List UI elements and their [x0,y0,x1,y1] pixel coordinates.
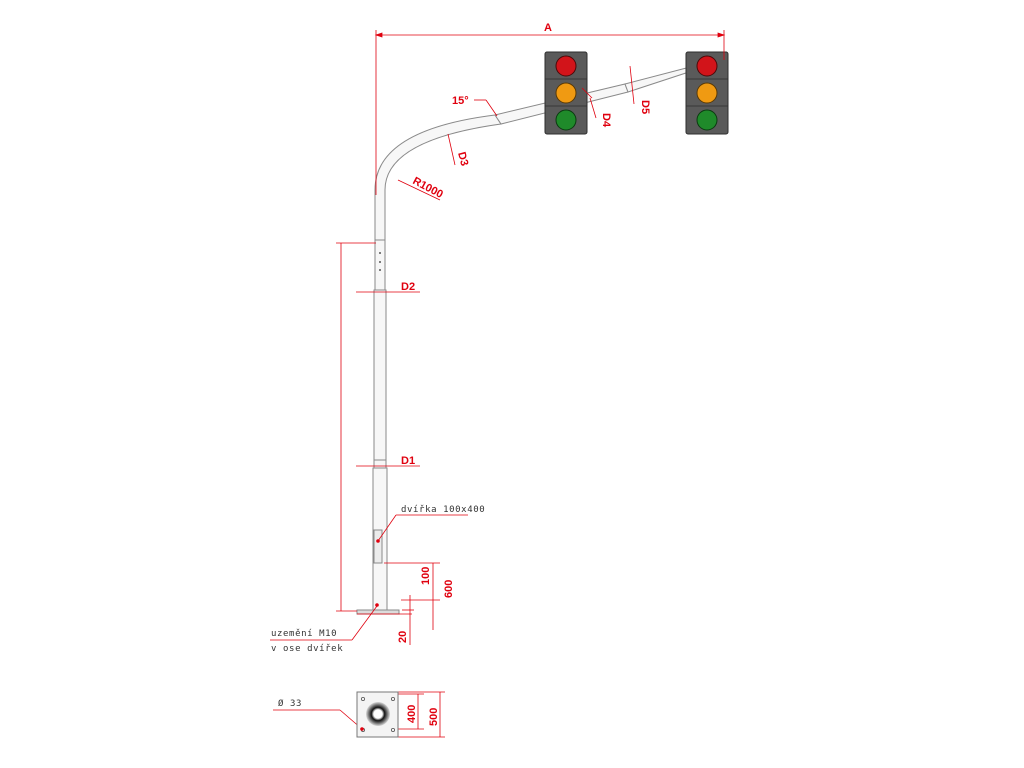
pole [356,65,696,615]
red-lamp [555,55,577,77]
base-plate [356,609,400,615]
arm-bend [374,114,502,241]
dim-a-label: A [544,22,552,34]
grounding-note-line2: v ose dvířek [271,644,343,654]
signal-head-right [685,51,729,135]
dim-400-label: 400 [406,705,418,723]
dim-20-label: 20 [397,631,409,643]
dim-d1-label: D1 [401,455,415,467]
dim-angle-label: 15° [452,95,469,107]
dimension-lines [270,30,726,738]
grounding-note-line1: uzemění M10 [271,629,337,639]
dim-500-label: 500 [428,708,440,726]
dim-d4-label: D4 [600,113,612,128]
amber-lamp [696,82,718,104]
dim-100-label: 100 [420,567,432,585]
dim-d3-label: D3 [455,151,470,168]
dim-d5-label: D5 [639,100,651,114]
hole-diameter-note: Ø 33 [278,698,302,709]
pole-upper-section [374,239,386,291]
access-door [373,529,383,564]
red-lamp [696,55,718,77]
green-lamp [696,109,718,131]
center-hole [366,702,390,726]
amber-lamp [555,82,577,104]
pole-middle-section [373,289,387,469]
base-plate-plan [356,691,399,738]
dim-radius-label: R1000 [411,175,445,201]
green-lamp [555,109,577,131]
door-note: dvířka 100x400 [401,505,485,515]
arm-tip [624,65,696,93]
dim-d2-label: D2 [401,281,415,293]
dim-600-label: 600 [443,580,455,598]
signal-head-left [544,51,588,135]
